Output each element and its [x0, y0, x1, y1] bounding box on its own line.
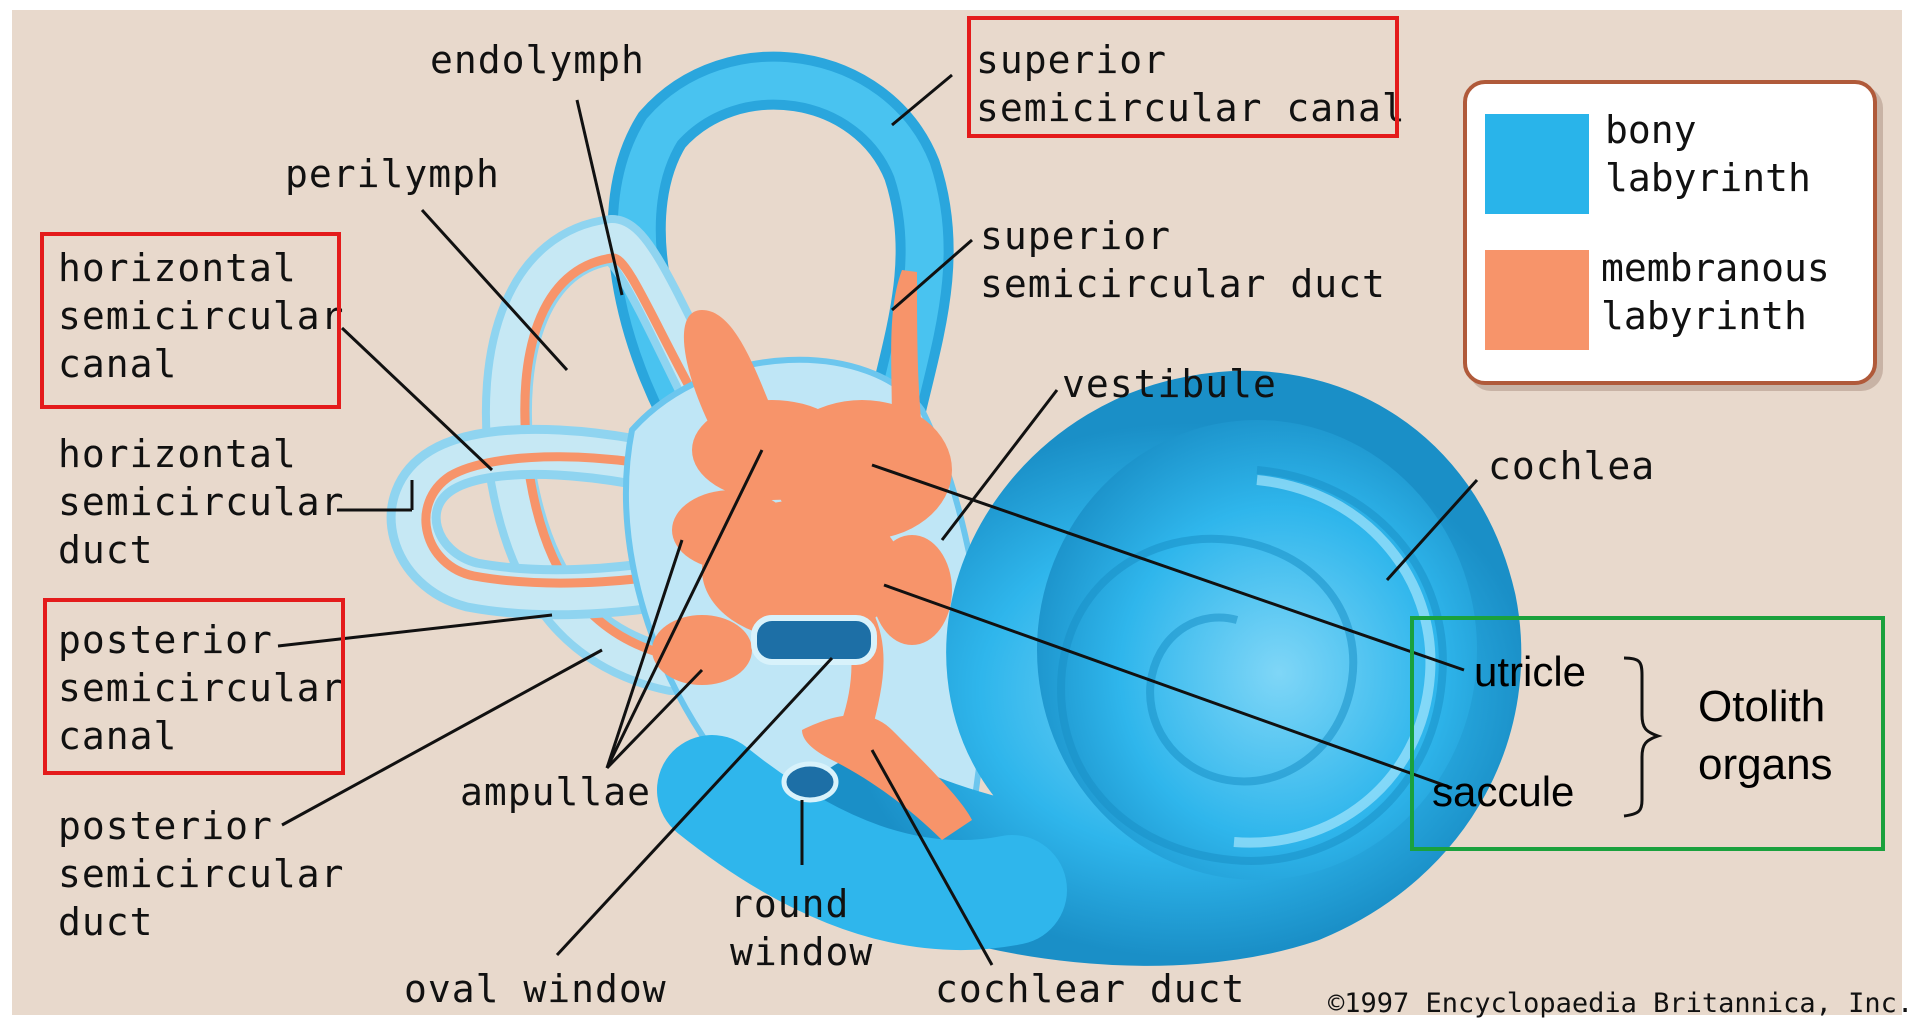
label-perilymph: perilymph	[285, 150, 500, 198]
legend-swatch-membranous	[1485, 250, 1589, 350]
label-cochlear-duct: cochlear duct	[935, 965, 1245, 1013]
label-vestibule: vestibule	[1062, 360, 1277, 408]
label-round-window-line2: window	[730, 928, 873, 976]
label-round-window-line1: round	[730, 880, 849, 928]
label-posterior-duct-line2: semicircular	[58, 850, 345, 898]
label-saccule: saccule	[1432, 768, 1574, 816]
label-utricle: utricle	[1474, 648, 1586, 696]
oval-window-shape	[754, 618, 874, 662]
label-horizontal-duct-line3: duct	[58, 526, 154, 574]
label-cochlea: cochlea	[1488, 442, 1655, 490]
label-horizontal-duct-line1: horizontal	[58, 430, 297, 478]
label-ampullae: ampullae	[460, 768, 651, 816]
legend-bony-line2: labyrinth	[1605, 154, 1811, 202]
legend-swatch-bony	[1485, 114, 1589, 214]
label-posterior-duct-line3: duct	[58, 898, 154, 946]
label-endolymph: endolymph	[430, 36, 645, 84]
label-otolith-line1: Otolith	[1698, 682, 1825, 732]
label-superior-duct-line2: semicircular duct	[980, 260, 1386, 308]
label-superior-duct-line1: superior	[980, 212, 1171, 260]
round-window-shape	[784, 764, 836, 800]
copyright-text: ©1997 Encyclopaedia Britannica, Inc.	[1328, 988, 1913, 1019]
diagram-canvas: endolymph perilymph horizontal semicircu…	[12, 10, 1902, 1015]
label-otolith-line2: organs	[1698, 740, 1833, 790]
label-horizontal-duct-line2: semicircular	[58, 478, 345, 526]
highlight-superior-canal	[967, 16, 1399, 138]
label-posterior-duct-line1: posterior	[58, 802, 273, 850]
legend: bony labyrinth membranous labyrinth	[1463, 80, 1877, 385]
legend-membranous-line2: labyrinth	[1601, 292, 1807, 340]
highlight-posterior-canal	[43, 598, 345, 775]
legend-membranous-line1: membranous	[1601, 244, 1830, 292]
legend-bony-line1: bony	[1605, 106, 1697, 154]
label-oval-window: oval window	[404, 965, 667, 1013]
highlight-horizontal-canal	[40, 232, 341, 409]
